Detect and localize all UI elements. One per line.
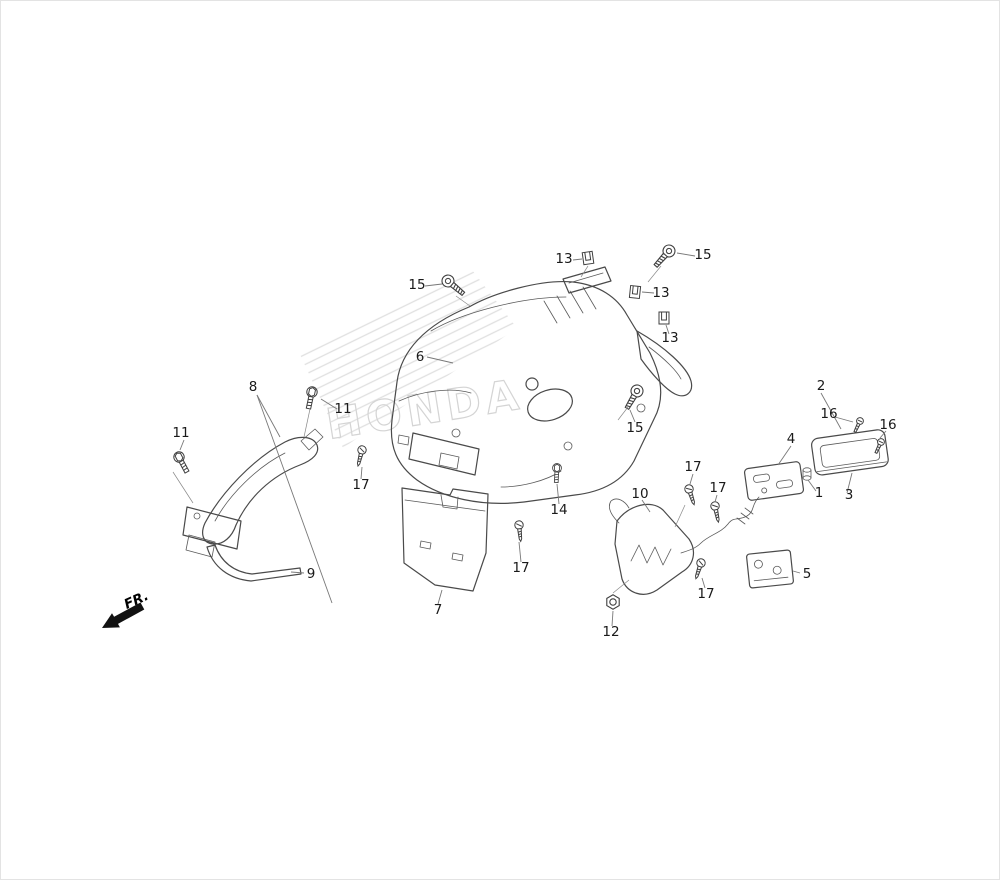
part-plate: [746, 549, 794, 589]
callout-13-c: 13: [661, 330, 678, 346]
screw-17-a-icon: [683, 483, 699, 507]
callout-8: 8: [249, 379, 258, 395]
screw-17-e-icon: [691, 557, 707, 581]
fr-label: FR.: [122, 588, 151, 613]
fr-arrow-icon: [102, 602, 145, 628]
callout-12: 12: [602, 624, 619, 640]
clip-13-a-icon: [581, 250, 595, 266]
callout-13-a: 13: [555, 251, 572, 267]
callout-4: 4: [787, 431, 796, 447]
callout-3: 3: [845, 487, 854, 503]
callout-15-a: 15: [408, 277, 425, 293]
screw-17-b-icon: [709, 500, 724, 524]
part-rear-stay: [182, 428, 324, 558]
screw-15-b-icon: [650, 241, 679, 271]
callout-11-b: 11: [172, 425, 189, 441]
watermark: HONDA: [298, 266, 527, 449]
screw-16-a-icon: [851, 415, 866, 434]
screw-17-c-icon: [353, 444, 368, 468]
callout-17-c: 17: [352, 477, 369, 493]
clip-13-b-icon: [628, 285, 642, 299]
fasteners: [171, 241, 887, 610]
callout-labels: 15 13 15 13 13 6 8 11 2 16 16 11 15 4 17…: [172, 247, 896, 640]
callout-7: 7: [434, 602, 443, 618]
screw-15-c-icon: [621, 382, 646, 412]
callout-15-b: 15: [694, 247, 711, 263]
bolt-11-b-icon: [171, 449, 193, 475]
callout-16-b: 16: [879, 417, 896, 433]
fr-direction: FR.: [102, 588, 151, 628]
part-band: [206, 544, 302, 582]
callout-2: 2: [817, 378, 826, 394]
callout-13-b: 13: [652, 285, 669, 301]
callout-5: 5: [803, 566, 812, 582]
part-collar: [802, 467, 812, 481]
nut-12-icon: [606, 594, 620, 610]
callout-1: 1: [815, 485, 824, 501]
leader-lines: [179, 252, 887, 627]
part-mud-guard: [401, 487, 489, 592]
callout-14: 14: [550, 502, 567, 518]
callout-17-b: 17: [709, 480, 726, 496]
assembly-axes: [172, 265, 686, 594]
part-license-bracket: [680, 461, 812, 554]
part-center-bracket: [609, 498, 695, 595]
screw-17-d-icon: [513, 519, 526, 543]
clip-13-c-icon: [658, 311, 670, 325]
callout-10: 10: [631, 486, 648, 502]
callout-16-a: 16: [820, 406, 837, 422]
bolt-11-a-icon: [302, 385, 319, 411]
callout-17-e: 17: [697, 586, 714, 602]
bolt-14-icon: [551, 462, 563, 484]
callout-6: 6: [416, 349, 425, 365]
callout-17-a: 17: [684, 459, 701, 475]
callout-11-a: 11: [334, 401, 351, 417]
callout-15-c: 15: [626, 420, 643, 436]
callout-9: 9: [307, 566, 316, 582]
callout-17-d: 17: [512, 560, 529, 576]
